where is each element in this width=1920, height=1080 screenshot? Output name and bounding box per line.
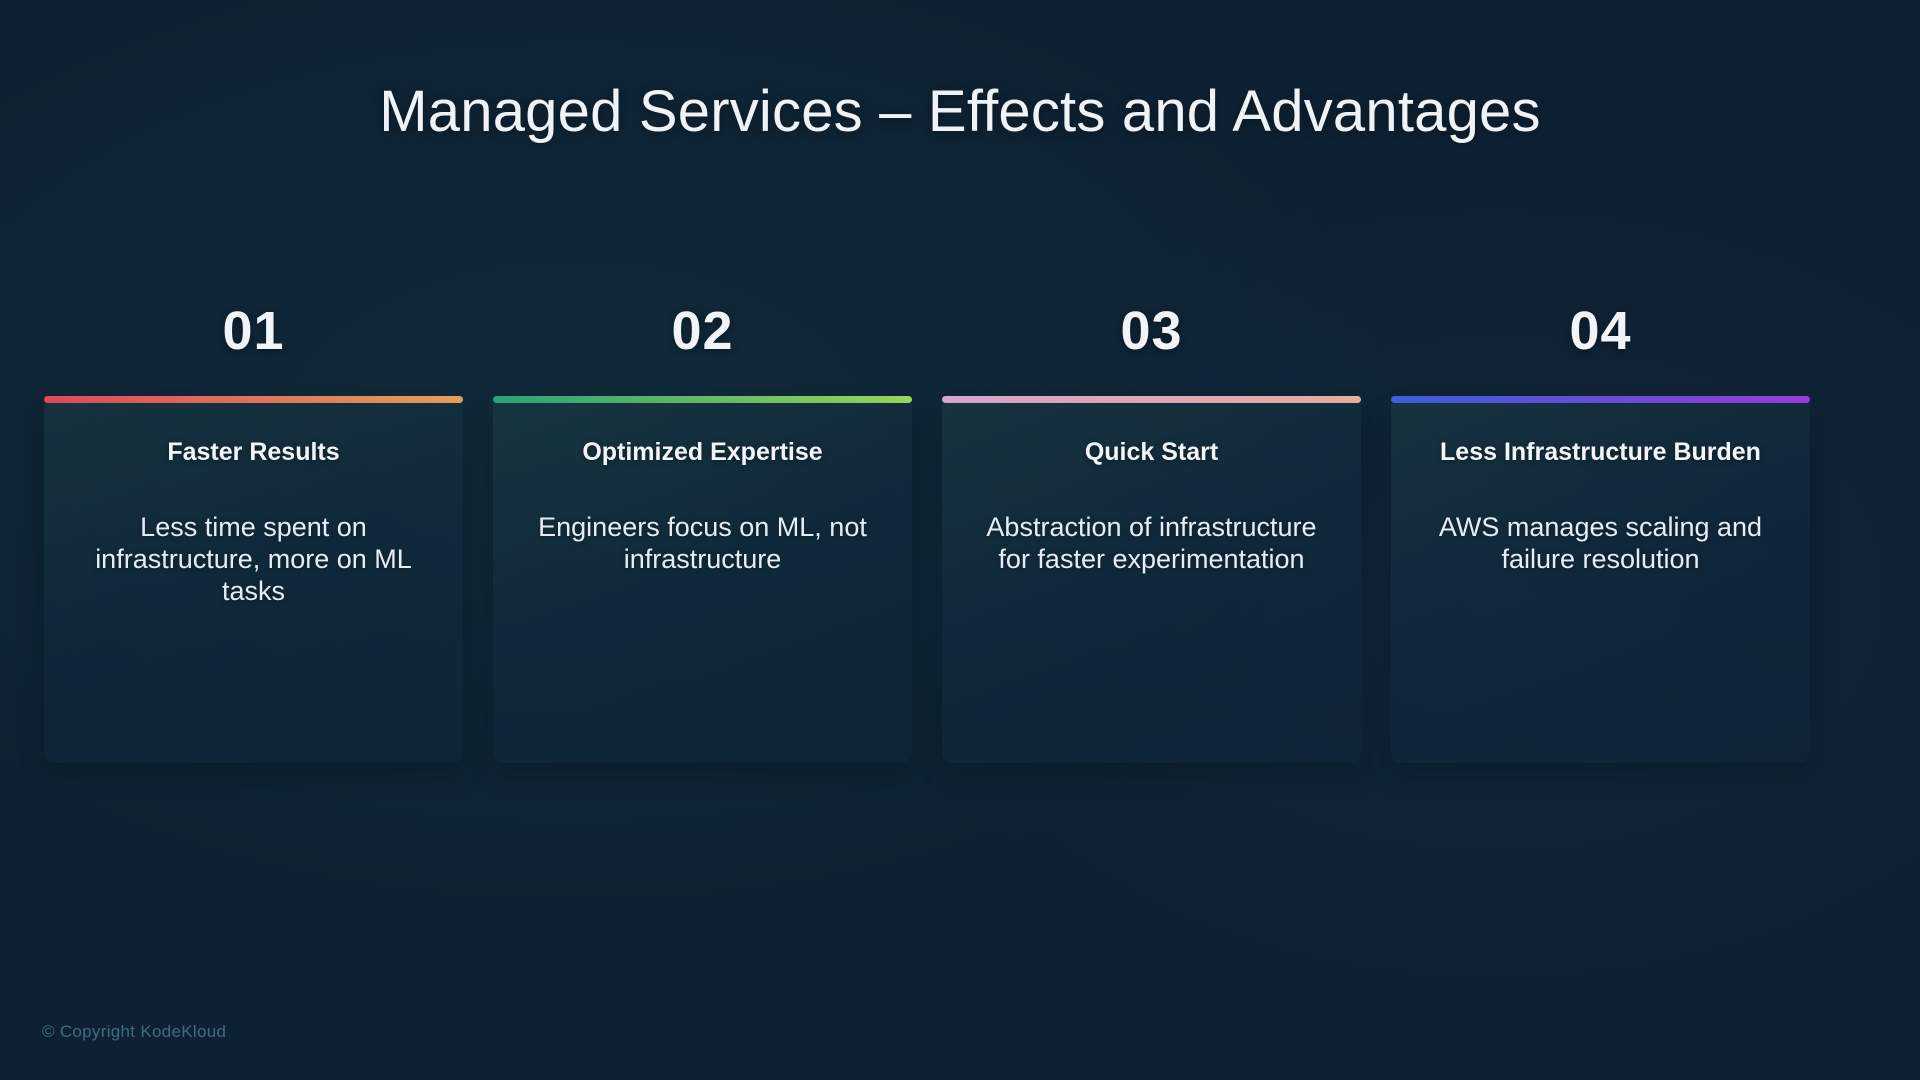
card-accent-bar [1391,396,1810,403]
card-number: 01 [222,301,285,361]
card-description: Engineers focus on ML, not infrastructur… [538,511,867,574]
card-description: AWS manages scaling and failure resoluti… [1438,511,1763,574]
card-body: Quick Start Abstraction of infrastructur… [942,403,1361,763]
card-accent-bar [493,396,912,403]
card-description: Less time spent on infrastructure, more … [95,511,412,607]
card-03: 03 Quick Start Abstraction of infrastruc… [942,300,1361,763]
card-heading: Less Infrastructure Burden [1440,438,1761,466]
card-list: 01 Faster Results Less time spent on inf… [44,300,1876,763]
card-body: Faster Results Less time spent on infras… [44,403,463,763]
card-accent-bar [44,396,463,403]
card-body: Optimized Expertise Engineers focus on M… [493,403,912,763]
card-description: Abstraction of infrastructure for faster… [986,511,1317,574]
card-04: 04 Less Infrastructure Burden AWS manage… [1391,300,1810,763]
page-title: Managed Services – Effects and Advantage… [379,79,1541,144]
copyright-footer: © Copyright KodeKloud [42,1022,227,1041]
card-body: Less Infrastructure Burden AWS manages s… [1391,403,1810,763]
card-number: 03 [1120,301,1183,361]
card-heading: Quick Start [1084,438,1219,466]
card-heading: Optimized Expertise [582,438,823,466]
card-02: 02 Optimized Expertise Engineers focus o… [493,300,912,763]
card-01: 01 Faster Results Less time spent on inf… [44,300,463,763]
card-heading: Faster Results [167,438,340,466]
card-number: 04 [1569,301,1632,361]
card-number: 02 [671,301,734,361]
card-accent-bar [942,396,1361,403]
